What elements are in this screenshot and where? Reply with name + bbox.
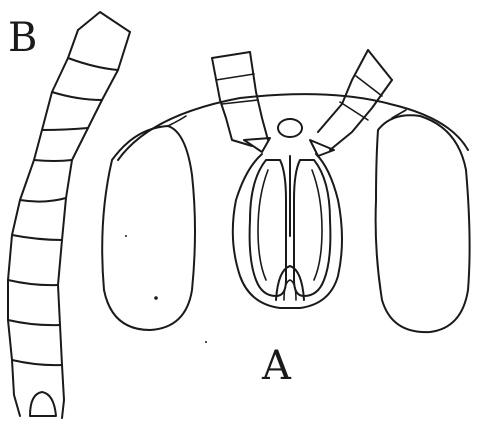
antenna-base-socket (30, 392, 56, 416)
antenna-segment-1 (68, 58, 118, 70)
right-antenna-ring-1 (356, 76, 382, 96)
median-ocellus (278, 119, 302, 137)
speck (125, 235, 127, 237)
antenna-segment-6 (12, 235, 62, 240)
antenna-b (8, 12, 130, 418)
antenna-segment-5 (20, 198, 66, 202)
speck (154, 296, 158, 300)
left-antenna-top (212, 52, 250, 58)
right-antenna-ring-2 (340, 102, 368, 120)
left-mandible-inner (258, 170, 268, 280)
right-antenna-base (310, 140, 334, 156)
speck (205, 341, 207, 343)
antenna-segment-4 (34, 160, 72, 161)
antenna-segment-3 (42, 128, 88, 130)
antenna-segment-9 (12, 360, 62, 365)
antenna-segment-7 (8, 280, 58, 285)
right-compound-eye (376, 115, 470, 332)
left-compound-eye (102, 126, 195, 330)
right-mandible-inner (312, 170, 322, 280)
right-antenna-outer (318, 50, 368, 132)
head-a (102, 50, 469, 343)
antenna-segment-8 (8, 320, 60, 325)
antenna-right-edge (58, 32, 130, 418)
figure-label-a: A (262, 346, 291, 386)
right-antenna-top (368, 50, 392, 80)
left-antenna-ring-1 (216, 74, 254, 80)
antenna-left-edge (8, 30, 78, 416)
figure-label-b: B (8, 18, 37, 58)
left-eye-suture (168, 116, 186, 126)
antenna-segment-2 (52, 92, 102, 100)
antenna-tip (78, 12, 130, 32)
